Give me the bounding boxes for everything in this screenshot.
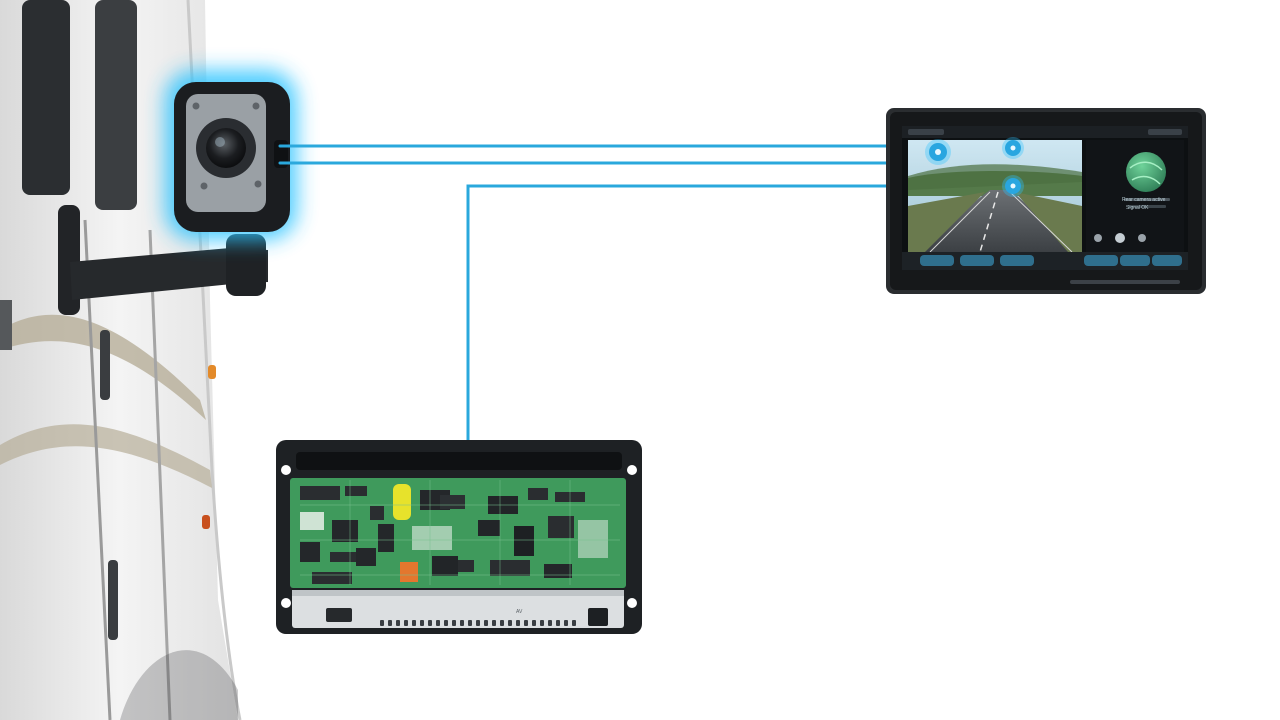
camera-screw [200, 182, 208, 190]
rv-door-handle [108, 560, 118, 640]
mounting-hole [627, 465, 637, 475]
usb-port [326, 608, 352, 622]
camera-feed-view [908, 140, 1082, 253]
play-icon [1094, 234, 1102, 242]
monitor-button-bar [902, 252, 1188, 270]
monitor-soft-button [1000, 255, 1034, 266]
backup-camera [165, 70, 297, 240]
control-box-port-label: AV [516, 609, 523, 615]
rv-upper-window [22, 0, 70, 195]
monitor-connection-points [925, 137, 1024, 197]
camera-screw [192, 102, 200, 110]
monitor-top-bar [902, 126, 1188, 138]
control-unit [276, 440, 642, 634]
rv-window-frame [95, 0, 137, 210]
globe-icon [1126, 152, 1166, 192]
rv-door-seam [148, 229, 172, 720]
settings-icon [1115, 233, 1125, 243]
rv-hinge [0, 300, 12, 350]
mounting-hole [281, 465, 291, 475]
orange-connector [400, 562, 418, 582]
rv-wheel-arch [120, 650, 238, 720]
pcb-components [300, 480, 620, 585]
monitor [886, 108, 1206, 294]
rv-door-seam [83, 219, 112, 720]
camera-lens [206, 128, 246, 168]
rv-marker-light [208, 365, 216, 379]
monitor-soft-button [1084, 255, 1118, 266]
monitor-soft-button [920, 255, 954, 266]
rv-door-handle [100, 330, 110, 400]
rv-marker-light [202, 515, 210, 529]
monitor-panel-text: Signal OK [1126, 205, 1149, 211]
rv-side-stripe [0, 314, 206, 420]
mounting-hole [627, 598, 637, 608]
io-front-panel [292, 590, 624, 628]
wire-control-unit-to-monitor [466, 184, 1015, 494]
yellow-capacitor [393, 484, 411, 520]
mounting-hole [281, 598, 291, 608]
camera-mount-arm [58, 205, 268, 315]
monitor-status-text: Rear camera active [1122, 197, 1166, 203]
volume-icon [1138, 234, 1146, 242]
monitor-soft-button [960, 255, 994, 266]
power-port [588, 608, 608, 626]
rv-lower-stripe [0, 424, 212, 488]
camera-screw [252, 102, 260, 110]
monitor-soft-button [1120, 255, 1150, 266]
monitor-soft-button [1152, 255, 1182, 266]
vent-slots [380, 620, 576, 626]
monitor-side-panel [1086, 140, 1184, 252]
camera-screw [254, 180, 262, 188]
